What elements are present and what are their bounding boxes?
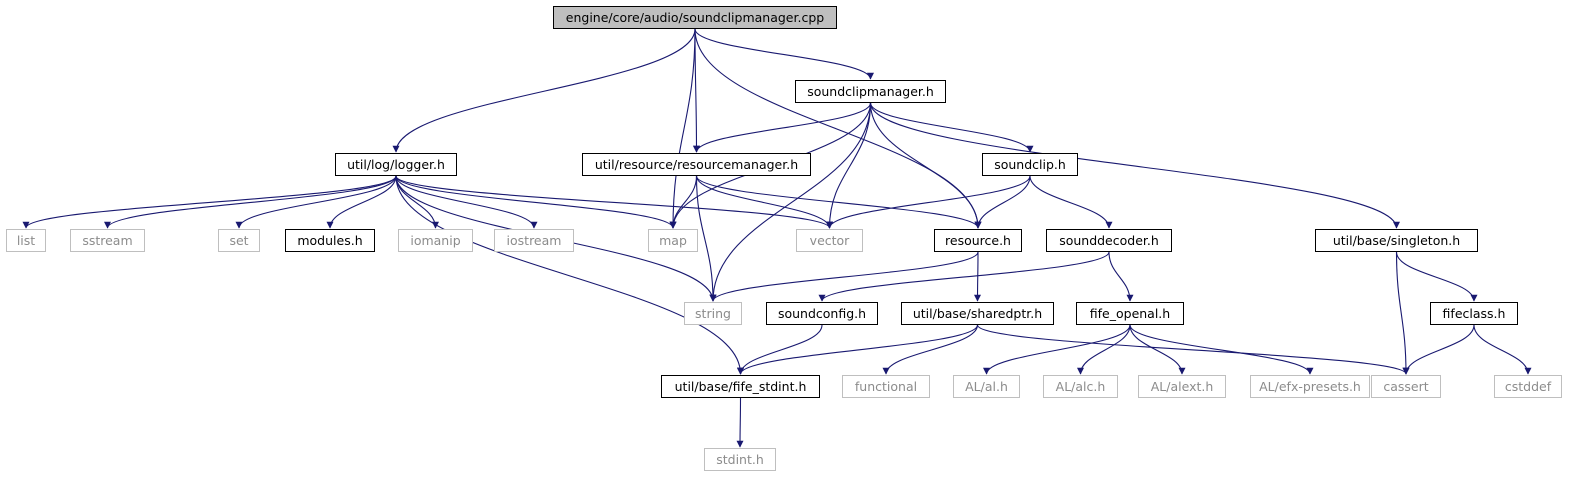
edge-logger-to-vector	[395, 175, 833, 229]
node-set: set	[218, 229, 260, 252]
node-al-alext-h: AL/alext.h	[1138, 375, 1226, 398]
edge-fifeclass-to-cassert	[1402, 324, 1475, 375]
edge-fifeopenal-to-efx	[1129, 324, 1314, 375]
edge-soundclip-to-sounddecoder	[1029, 175, 1113, 229]
node-iomanip: iomanip	[398, 229, 473, 252]
edge-logger-to-sstream	[104, 175, 397, 229]
edge-soundclip-to-vector	[826, 175, 1031, 229]
node-fife-openal-h[interactable]: fife_openal.h	[1076, 302, 1184, 325]
node-soundclipmanager-h[interactable]: soundclipmanager.h	[795, 80, 946, 103]
node-fifeclass-h[interactable]: fifeclass.h	[1430, 302, 1518, 325]
node-functional: functional	[842, 375, 930, 398]
edge-soundclip-to-resource	[974, 175, 1031, 229]
edge-logger-to-stdint	[395, 175, 744, 375]
edge-resmgr-to-resource	[695, 175, 982, 229]
edge-scm_h-to-resource	[869, 102, 982, 229]
edge-soundconfig-to-stdint	[737, 324, 823, 375]
node-cstddef: cstddef	[1494, 375, 1562, 398]
node-vector: vector	[796, 229, 863, 252]
node-string: string	[684, 302, 742, 325]
edge-resmgr-to-map	[669, 175, 698, 229]
node-cassert: cassert	[1371, 375, 1441, 398]
edge-root-to-logger	[392, 28, 696, 153]
edge-resource-to-sharedptr	[974, 251, 982, 302]
edge-fifeopenal-to-alc	[1077, 324, 1131, 375]
edge-sounddecoder-to-soundconfig	[818, 251, 1110, 302]
edge-resmgr-to-vector	[695, 175, 833, 229]
edge-sharedptr-to-cassert	[976, 324, 1410, 375]
node-util-base-sharedptr-h[interactable]: util/base/sharedptr.h	[901, 302, 1054, 325]
edge-scm_h-to-singleton	[869, 102, 1400, 229]
node-util-log-logger-h[interactable]: util/log/logger.h	[335, 153, 457, 176]
node-util-base-singleton-h[interactable]: util/base/singleton.h	[1315, 229, 1478, 252]
edge-scm_h-to-resmgr	[693, 102, 872, 153]
edge-logger-to-modules	[326, 175, 397, 229]
node-util-resource-resourcemanager-h[interactable]: util/resource/resourcemanager.h	[582, 153, 811, 176]
edge-sounddecoder-to-fifeopenal	[1108, 251, 1134, 302]
edge-fifeclass-to-cstddef	[1473, 324, 1532, 375]
root-node-engine-core-audio-soundclipmanager-cpp[interactable]: engine/core/audio/soundclipmanager.cpp	[553, 6, 837, 29]
node-list: list	[6, 229, 46, 252]
node-sstream: sstream	[70, 229, 145, 252]
edge-scm_h-to-string	[709, 102, 872, 302]
edge-sharedptr-to-functional	[882, 324, 979, 375]
edge-singleton-to-fifeclass	[1395, 251, 1478, 302]
edge-logger-to-map	[395, 175, 677, 229]
node-al-alc-h: AL/alc.h	[1043, 375, 1118, 398]
edge-logger-to-iostream	[395, 175, 538, 229]
edge-root-to-resource	[694, 28, 982, 229]
edge-root-to-resmgr	[692, 28, 700, 153]
edge-singleton-to-cassert	[1395, 251, 1410, 375]
edge-fifeopenal-to-alext	[1129, 324, 1186, 375]
node-soundconfig-h[interactable]: soundconfig.h	[766, 302, 878, 325]
edge-root-to-scm_h	[694, 28, 874, 80]
node-al-al-h: AL/al.h	[953, 375, 1020, 398]
edge-resource-to-string	[709, 251, 979, 302]
edge-stdint-to-stdinth	[736, 397, 744, 448]
node-modules-h[interactable]: modules.h	[285, 229, 375, 252]
node-iostream: iostream	[494, 229, 574, 252]
edge-sharedptr-to-stdint	[737, 324, 979, 375]
node-util-base-fife-stdint-h[interactable]: util/base/fife_stdint.h	[661, 375, 820, 398]
edge-root-to-map	[669, 28, 696, 229]
node-resource-h[interactable]: resource.h	[934, 229, 1022, 252]
node-map: map	[648, 229, 698, 252]
node-stdint-h: stdint.h	[704, 448, 776, 471]
node-soundclip-h[interactable]: soundclip.h	[982, 153, 1078, 176]
edge-scm_h-to-soundclip	[869, 102, 1034, 153]
edge-logger-to-list	[22, 175, 397, 229]
node-sounddecoder-h[interactable]: sounddecoder.h	[1046, 229, 1172, 252]
edge-logger-to-set	[235, 175, 397, 229]
edge-fifeopenal-to-al	[983, 324, 1131, 375]
edge-scm_h-to-vector	[826, 102, 872, 229]
node-al-efx-presets-h: AL/efx-presets.h	[1250, 375, 1370, 398]
edge-resmgr-to-string	[695, 175, 717, 302]
